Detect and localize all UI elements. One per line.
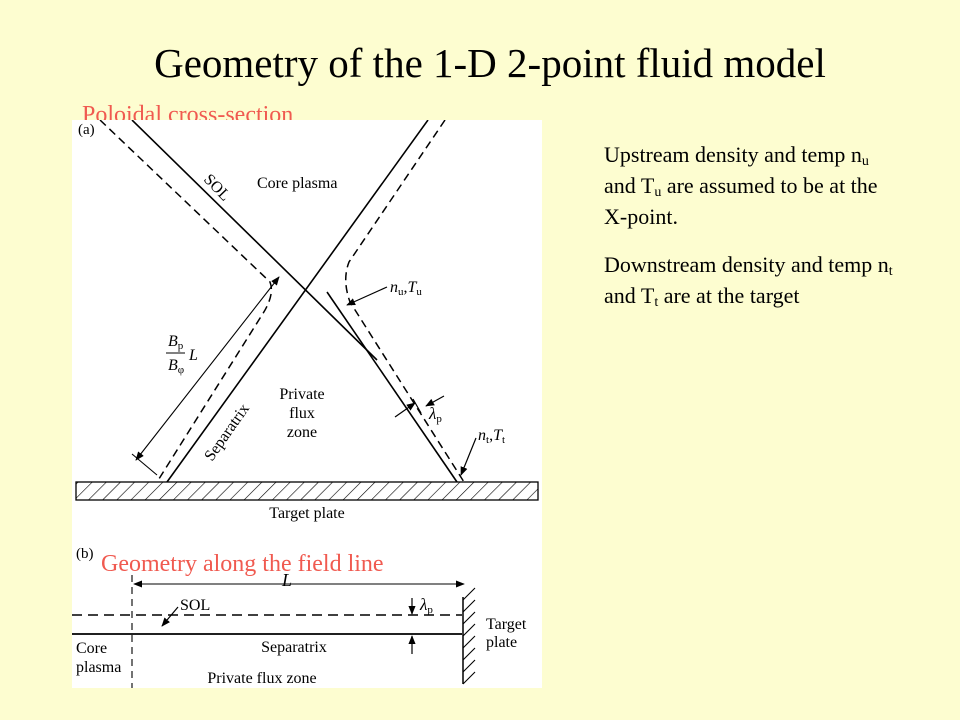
note-upstream: Upstream density and temp nu and Tu are … — [604, 142, 878, 229]
bp-over-bphi-l-label: Bp Bφ L — [166, 333, 198, 376]
private-flux-zone-label-b: Private flux zone — [207, 670, 316, 687]
divertor-geometry-figure: (a) Core plasma SOL nu,Tu Bp Bφ L — [72, 120, 539, 688]
sol-label: SOL — [200, 171, 233, 205]
target-nt-tt-label: nt,Tt — [478, 427, 505, 446]
svg-text:Bφ: Bφ — [168, 357, 184, 376]
note-downstream: Downstream density and temp nt and Tt ar… — [604, 252, 893, 310]
lambda-p-marker-b: λp — [408, 595, 433, 654]
svg-text:Core: Core — [76, 640, 107, 657]
private-flux-zone-label: Private flux zone — [279, 386, 324, 441]
figure-panel: (a) Core plasma SOL nu,Tu Bp Bφ L — [72, 120, 542, 688]
upstream-nu-tu-label: nu,Tu — [390, 279, 422, 298]
separatrix-outer-leg — [326, 291, 458, 483]
separatrix-label-a: Separatrix — [201, 401, 253, 465]
svg-text:plasma: plasma — [76, 659, 121, 676]
slide-title: Geometry of the 1-D 2-point fluid model — [154, 40, 826, 86]
svg-text:zone: zone — [287, 424, 317, 441]
lambda-p-marker-a: λp — [394, 395, 445, 425]
panel-b-tag: (b) — [76, 546, 94, 562]
length-arrow — [131, 276, 280, 476]
separatrix-left-leg — [131, 120, 378, 361]
core-plasma-label: Core plasma — [257, 175, 337, 192]
svg-text:Bp: Bp — [168, 333, 184, 352]
svg-text:Target: Target — [486, 616, 527, 633]
svg-text:L: L — [188, 347, 198, 364]
core-plasma-label-b: Core plasma — [76, 640, 121, 676]
svg-text:Private: Private — [279, 386, 324, 403]
field-line-section-label: Geometry along the field line — [101, 551, 384, 577]
sol-flux-surface-right — [345, 120, 465, 483]
svg-text:flux: flux — [289, 405, 315, 422]
sol-flux-surface-left — [99, 120, 273, 483]
separatrix-label-b: Separatrix — [261, 639, 327, 656]
svg-text:nt,Tt: nt,Tt — [478, 427, 505, 446]
target-arrow — [460, 437, 477, 476]
svg-text:λp: λp — [428, 404, 442, 425]
sol-arrow-b — [161, 606, 179, 627]
sol-label-b: SOL — [180, 597, 210, 614]
svg-text:plate: plate — [486, 634, 517, 651]
upstream-arrow — [346, 286, 388, 306]
svg-text:λp: λp — [419, 595, 433, 616]
target-plate-b — [462, 587, 476, 685]
target-plate-a — [75, 481, 539, 501]
target-plate-label-b: Target plate — [486, 616, 527, 651]
target-plate-label-a: Target plate — [269, 505, 344, 522]
panel-a-tag: (a) — [78, 122, 95, 138]
svg-text:nu,Tu: nu,Tu — [390, 279, 422, 298]
length-l-label: L — [281, 570, 292, 590]
notes-text-block: Upstream density and temp nu and Tu are … — [604, 139, 904, 328]
